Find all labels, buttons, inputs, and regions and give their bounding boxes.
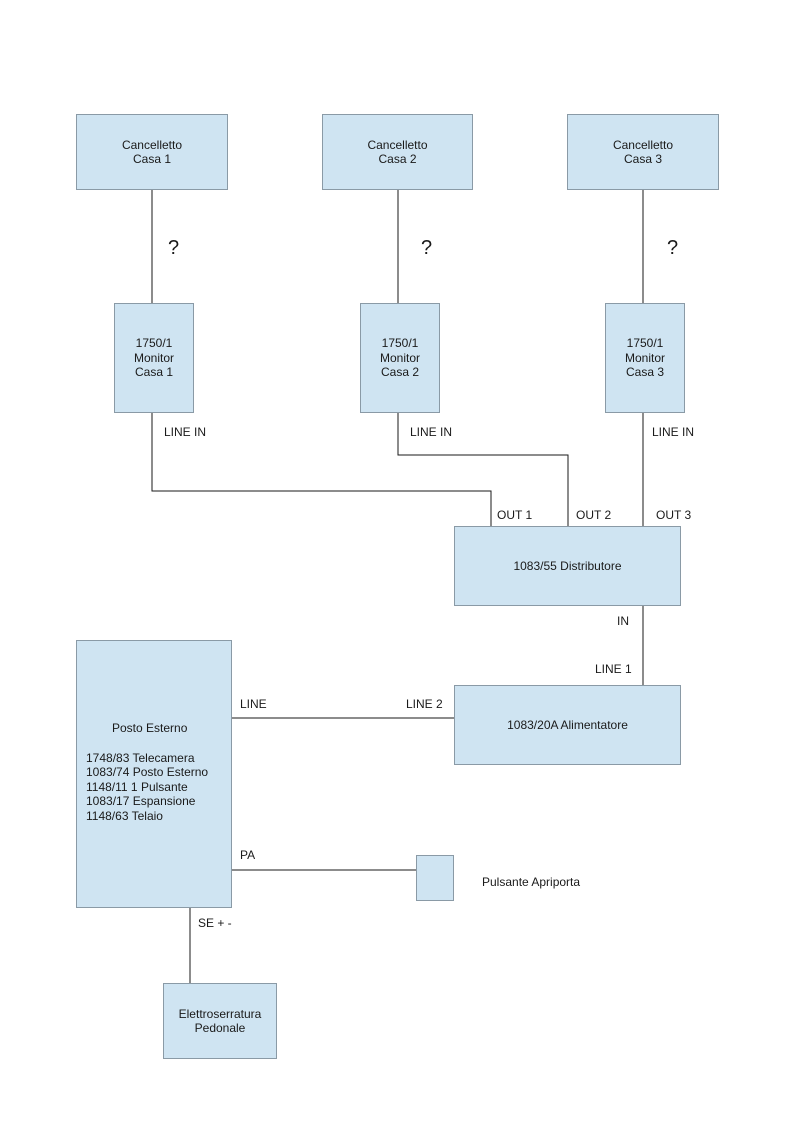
monitor-1-line2: Monitor xyxy=(133,350,174,365)
gate-1-line1: Cancelletto xyxy=(121,137,183,152)
monitor-3-line3: Casa 3 xyxy=(625,365,665,380)
distributor-out-3-label: OUT 3 xyxy=(656,508,692,522)
monitor-3-line2: Monitor xyxy=(624,350,665,365)
power-line2-label: LINE 2 xyxy=(406,697,443,711)
electric-lock-line1: Elettroserratura xyxy=(178,1006,262,1021)
door-button-box xyxy=(416,855,454,901)
power-line1-label: LINE 1 xyxy=(595,662,632,676)
monitor-2-line3: Casa 2 xyxy=(380,365,420,380)
monitor-2-line1: 1750/1 xyxy=(381,336,419,351)
monitor-1-port-label: LINE IN xyxy=(164,425,207,439)
outdoor-station-component: 1748/83 Telecamera xyxy=(86,750,195,765)
monitor-1-line3: Casa 1 xyxy=(134,365,174,380)
power-supply-label: 1083/20A Alimentatore xyxy=(507,717,628,732)
gate-box-3: Cancelletto Casa 3 xyxy=(567,114,719,190)
outdoor-station-title: Posto Esterno xyxy=(112,721,188,735)
monitor-box-1: 1750/1 Monitor Casa 1 xyxy=(114,303,194,413)
gate-1-line2: Casa 1 xyxy=(132,152,172,166)
gate-2-line1: Cancelletto xyxy=(367,137,428,152)
wire-monitor1-out1 xyxy=(151,412,492,526)
outdoor-station-component: 1148/63 Telaio xyxy=(86,808,163,823)
outdoor-station-component: 1148/11 1 Pulsante xyxy=(86,779,188,794)
monitor-box-2: 1750/1 Monitor Casa 2 xyxy=(360,303,440,413)
gate-2-line2: Casa 2 xyxy=(378,152,417,166)
distributor-in-label: IN xyxy=(617,614,629,628)
distributor-out-2-label: OUT 2 xyxy=(576,508,612,522)
gate-3-line1: Cancelletto xyxy=(612,137,674,152)
gate-box-1: Cancelletto Casa 1 xyxy=(76,114,228,190)
monitor-box-3: 1750/1 Monitor Casa 3 xyxy=(605,303,685,413)
outdoor-station-component: 1083/17 Espansione xyxy=(86,794,196,808)
outdoor-station-se-label: SE + - xyxy=(198,916,232,930)
unknown-connection-1: ? xyxy=(168,237,180,259)
outdoor-station-pa-label: PA xyxy=(240,848,256,862)
gate-3-line2: Casa 3 xyxy=(623,152,663,166)
monitor-3-port-label: LINE IN xyxy=(652,425,695,439)
monitor-2-port-label: LINE IN xyxy=(410,425,453,439)
outdoor-station-box: Posto Esterno 1748/83 Telecamera 1083/74… xyxy=(76,640,232,908)
monitor-1-line1: 1750/1 xyxy=(135,336,173,351)
monitor-3-line1: 1750/1 xyxy=(626,336,664,351)
outdoor-station-line-label: LINE xyxy=(240,697,267,711)
outdoor-station-component: 1083/74 Posto Esterno xyxy=(86,765,209,779)
gate-box-2: Cancelletto Casa 2 xyxy=(322,114,473,190)
monitor-2-line2: Monitor xyxy=(379,350,420,365)
unknown-connection-3: ? xyxy=(667,237,679,259)
door-button-label: Pulsante Apriporta xyxy=(482,875,581,889)
electric-lock-line2: Pedonale xyxy=(194,1021,246,1035)
power-supply-box: 1083/20A Alimentatore xyxy=(454,685,681,765)
unknown-connection-2: ? xyxy=(421,237,433,259)
wire-monitor2-out2 xyxy=(397,412,569,526)
distributor-label: 1083/55 Distributore xyxy=(513,558,622,573)
distributor-box: 1083/55 Distributore xyxy=(454,526,681,606)
distributor-out-1-label: OUT 1 xyxy=(497,508,533,522)
electric-lock-box: Elettroserratura Pedonale xyxy=(163,983,277,1059)
